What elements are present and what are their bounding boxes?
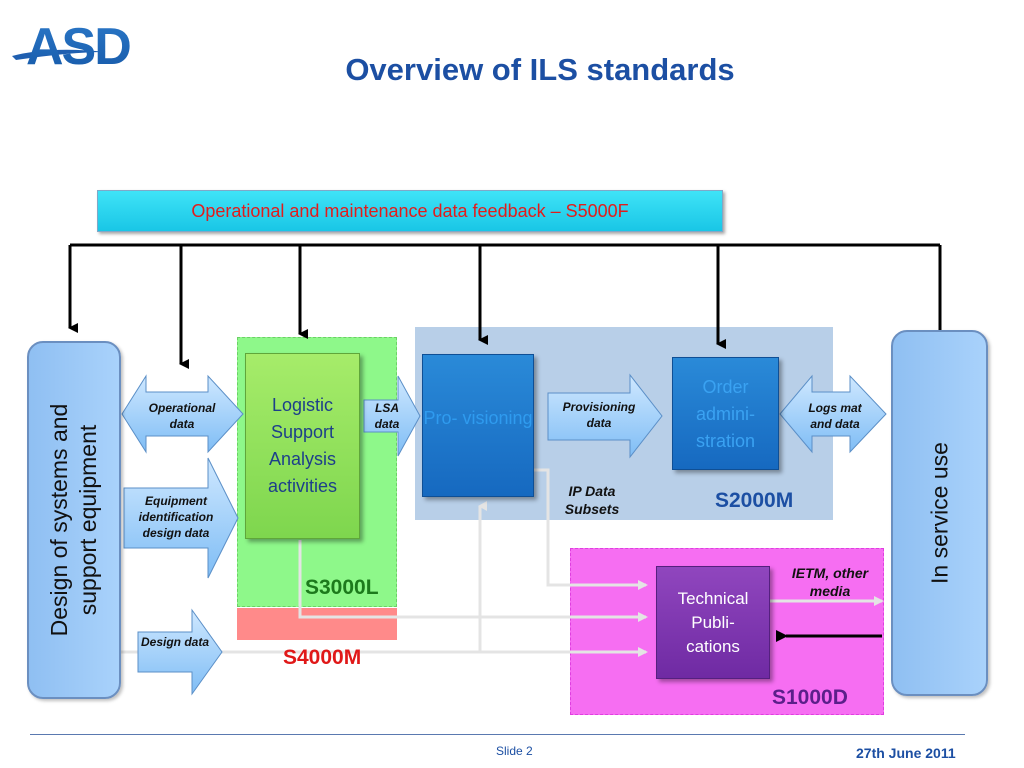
s4000m-label: S4000M <box>283 646 362 669</box>
slide-date: 27th June 2011 <box>856 745 956 761</box>
order-administration-label: Order admini- stration <box>695 377 756 451</box>
technical-publications-label: Technical Publi- cations <box>677 588 749 656</box>
ietm-other-media-note: IETM, other media <box>791 565 869 599</box>
lsa-data-arrow <box>363 375 421 457</box>
feedback-bar-label: Operational and maintenance data feedbac… <box>191 200 629 221</box>
lsa-activities-label: Logistic Support Analysis activities <box>267 395 338 496</box>
lsa-data-label: LSA data <box>374 401 400 431</box>
in-service-use-panel: In service use <box>891 330 988 696</box>
s2000m-label: S2000M <box>715 489 794 512</box>
asd-logo: ASD <box>12 18 132 74</box>
operational-data-label: Operational data <box>148 401 216 431</box>
provisioning-data-arrow <box>547 373 663 459</box>
footer-divider <box>30 734 965 735</box>
feedback-distribution-lines <box>68 243 942 369</box>
equipment-identification-arrow <box>123 457 239 579</box>
equipment-identification-label: Equipment identification design data <box>138 494 214 540</box>
design-data-label: Design data <box>140 635 209 649</box>
logs-mat-data-arrow <box>779 374 887 454</box>
provisioning-box: Pro- visioning <box>422 354 534 497</box>
design-systems-label: Design of systems and support equipment <box>46 403 101 637</box>
provisioning-data-label: Provisioning data <box>562 400 636 430</box>
logs-mat-data-label: Logs mat and data <box>808 401 862 431</box>
design-systems-panel: Design of systems and support equipment <box>27 341 121 699</box>
design-data-arrow <box>137 608 223 696</box>
ip-data-subsets-note: IP Data Subsets <box>564 483 620 517</box>
order-administration-box: Order admini- stration <box>672 357 779 470</box>
s1000d-label: S1000D <box>772 686 848 709</box>
technical-publications-box: Technical Publi- cations <box>656 566 770 679</box>
lsa-activities-box: Logistic Support Analysis activities <box>245 353 360 539</box>
s4000m-region <box>237 608 397 640</box>
logo-swoosh-icon <box>12 49 106 60</box>
page-title: Overview of ILS standards <box>345 52 735 87</box>
logo-text: ASD <box>26 18 130 74</box>
in-service-use-label: In service use <box>926 442 952 584</box>
s5000f-feedback-bar: Operational and maintenance data feedbac… <box>97 190 723 232</box>
slide-number: Slide 2 <box>496 744 533 758</box>
operational-data-arrow <box>121 374 244 454</box>
provisioning-label: Pro- visioning <box>423 408 533 428</box>
s3000l-label: S3000L <box>305 576 379 599</box>
